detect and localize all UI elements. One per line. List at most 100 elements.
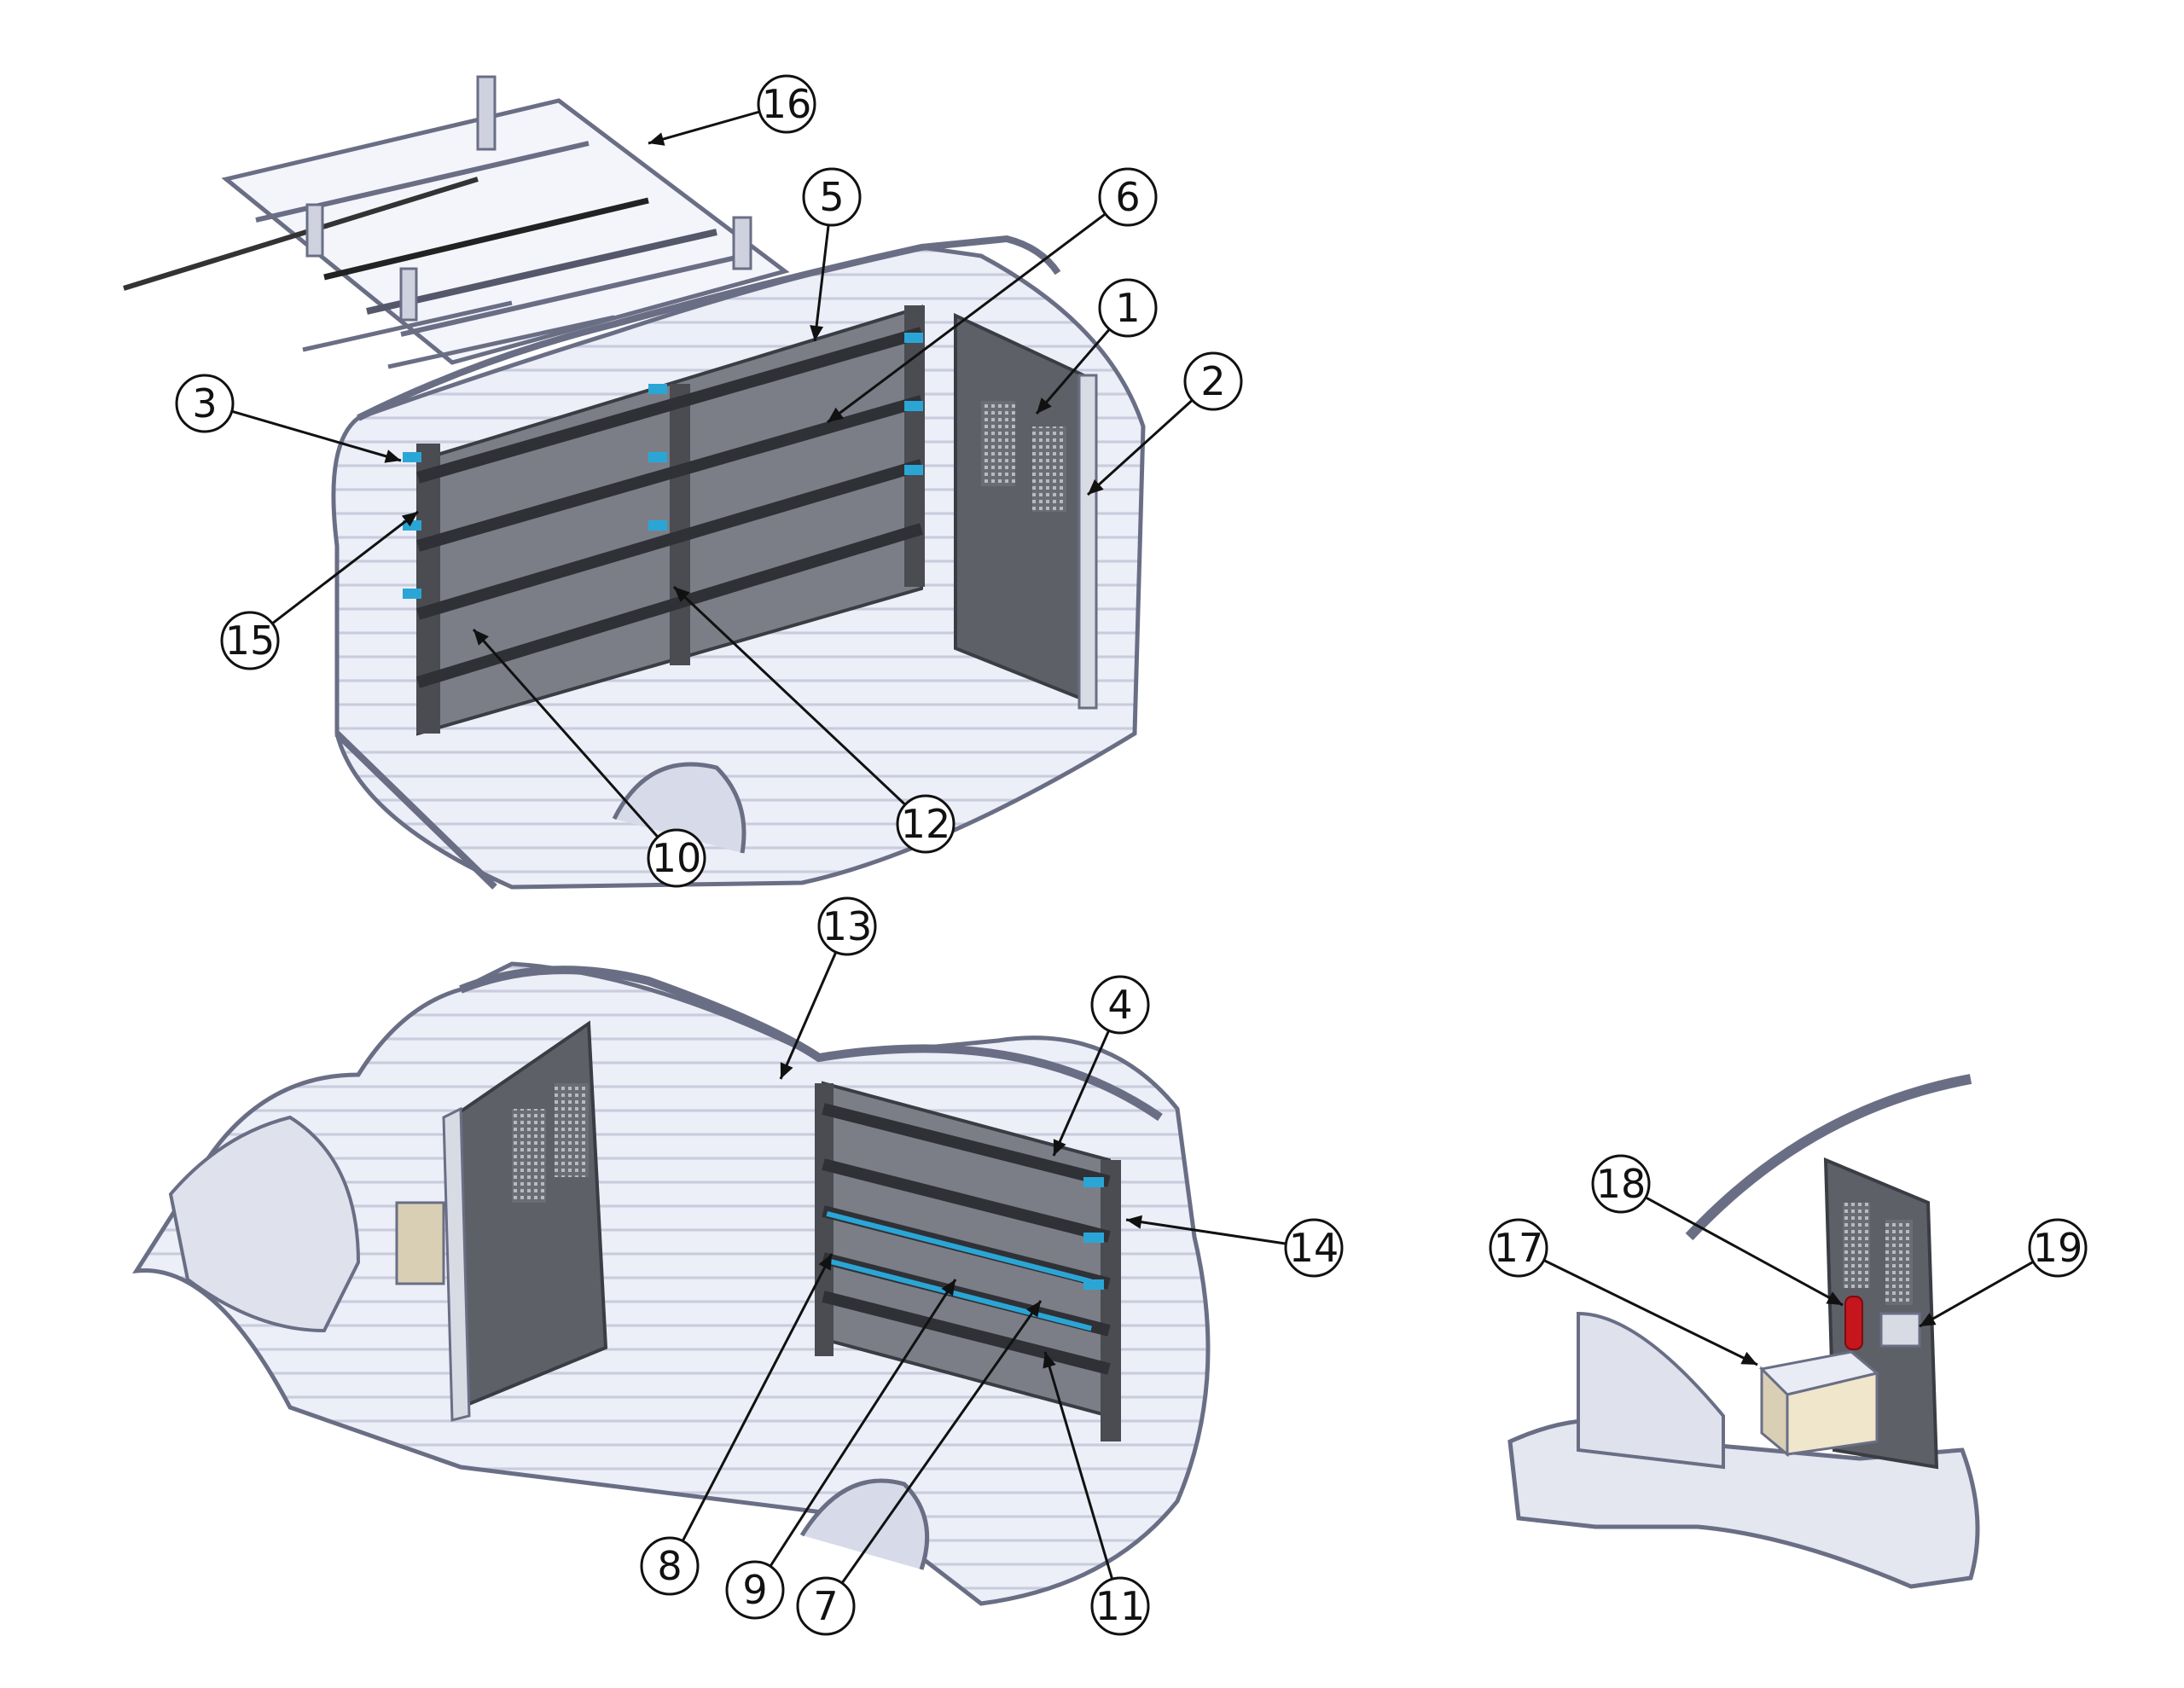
callout-circle [796,1576,856,1636]
callout-leader-line [1086,399,1194,496]
callout-circle [896,794,956,854]
callout-arrowhead [1920,1313,1937,1326]
callout-circle [1090,1576,1150,1636]
callout-circle [1098,167,1158,227]
callout-leader-line [769,1279,957,1568]
callout-leader-line [1043,1351,1114,1580]
callout-number: 2 [1200,358,1225,404]
callout-2: 2 [1086,351,1243,496]
callout-11: 11 [1043,1351,1150,1636]
van-interior-side-view [132,961,1211,1606]
callout-arrowhead [941,1279,956,1296]
callout-leader-line [1052,1030,1111,1157]
callout-circle [1098,278,1158,338]
callout-9: 9 [725,1279,957,1620]
callout-circle [802,167,862,227]
callout-1: 1 [1035,278,1158,415]
callout-number: 5 [819,174,844,220]
callout-arrowhead [648,132,665,146]
callout-number: 10 [652,835,702,881]
callout-number: 17 [1494,1225,1544,1271]
callout-arrowhead [1043,1352,1056,1369]
callout-arrowhead [1740,1351,1757,1365]
van-interior-top-view [123,75,1146,890]
callout-circle [757,74,816,134]
callout-number: 9 [742,1567,767,1613]
callout-number: 3 [192,380,217,426]
callout-leader-line [840,1300,1043,1584]
callout-5: 5 [802,167,862,342]
callout-number: 18 [1596,1161,1647,1207]
callout-arrowhead [401,512,418,527]
callout-circle [175,374,235,433]
callout-number: 19 [2033,1225,2083,1271]
callout-leader-line [813,224,830,342]
callout-number: 14 [1289,1225,1339,1271]
callout-number: 11 [1095,1583,1146,1629]
callout-circle [220,611,280,670]
callout-circle [1489,1218,1548,1278]
callout-14: 14 [1125,1215,1344,1278]
callout-number: 15 [225,618,276,664]
callout-arrowhead [384,450,401,463]
callout-arrowhead [1053,1139,1066,1156]
callout-arrowhead [473,629,489,646]
callout-16: 16 [648,74,816,146]
callout-circle [1591,1154,1651,1214]
callout-12: 12 [672,585,956,854]
partition-top [954,312,1098,710]
callout-leader-line [1035,328,1111,415]
callout-19: 19 [1919,1218,2088,1328]
callout-arrowhead [1826,1291,1843,1305]
callout-number: 16 [762,81,812,127]
callout-number: 1 [1115,285,1140,331]
callout-leader-line [648,110,760,145]
callout-13: 13 [779,896,877,1080]
ladder-roof-rack [123,75,790,369]
callout-circle [817,896,877,956]
callout-leader-line [1645,1196,1844,1307]
callout-arrowhead [1026,1301,1041,1318]
callout-leader-line [231,409,402,462]
callout-circle [1183,351,1243,411]
callout-leader-line [1919,1260,2035,1328]
callout-18: 18 [1591,1154,1844,1307]
callout-leader-line [271,510,419,625]
callout-arrowhead [818,1254,832,1271]
callout-arrowhead [674,587,690,603]
callout-3: 3 [175,374,402,463]
shelving-unit-side [815,1081,1121,1441]
callout-4: 4 [1052,975,1150,1157]
partition-side [395,1020,608,1422]
callout-arrowhead [1037,397,1052,414]
callout-number: 4 [1107,982,1132,1028]
callout-circle [1284,1218,1344,1278]
callout-arrowhead [1126,1215,1142,1229]
callout-7: 7 [796,1300,1043,1636]
callout-number: 8 [657,1543,682,1589]
callout-circle [2028,1218,2088,1278]
callout-10: 10 [472,629,706,888]
callout-17: 17 [1489,1218,1758,1366]
callout-15: 15 [220,510,419,670]
equipment-box [1758,1350,1880,1458]
shelving-unit-top [403,305,925,736]
callout-number: 12 [901,801,951,847]
callout-number: 7 [813,1583,838,1629]
callout-circle [725,1560,785,1620]
callout-leader-line [1125,1218,1287,1245]
callout-leader-line [672,585,907,806]
van-rear-door-view [1507,1074,1980,1589]
callout-8: 8 [640,1253,834,1596]
fire-extinguisher [1844,1296,1863,1350]
callout-circle [647,828,706,888]
callout-leader-line [827,212,1107,424]
callout-leader-line [472,629,659,838]
callout-number: 13 [822,903,873,949]
callout-arrowhead [780,1062,793,1079]
callout-6: 6 [827,167,1158,424]
callout-circle [640,1536,700,1596]
callout-arrowhead [828,407,845,422]
callout-number: 6 [1115,174,1140,220]
